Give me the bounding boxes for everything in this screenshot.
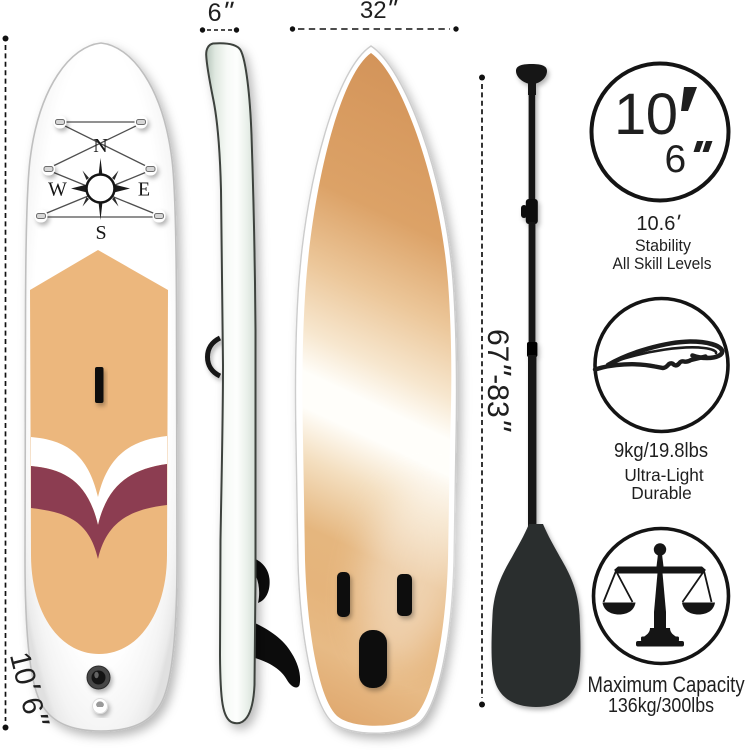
svg-text:W: W [48,179,67,201]
svg-text:S: S [95,222,106,244]
svg-text:N: N [93,135,107,157]
svg-text:E: E [138,179,150,201]
